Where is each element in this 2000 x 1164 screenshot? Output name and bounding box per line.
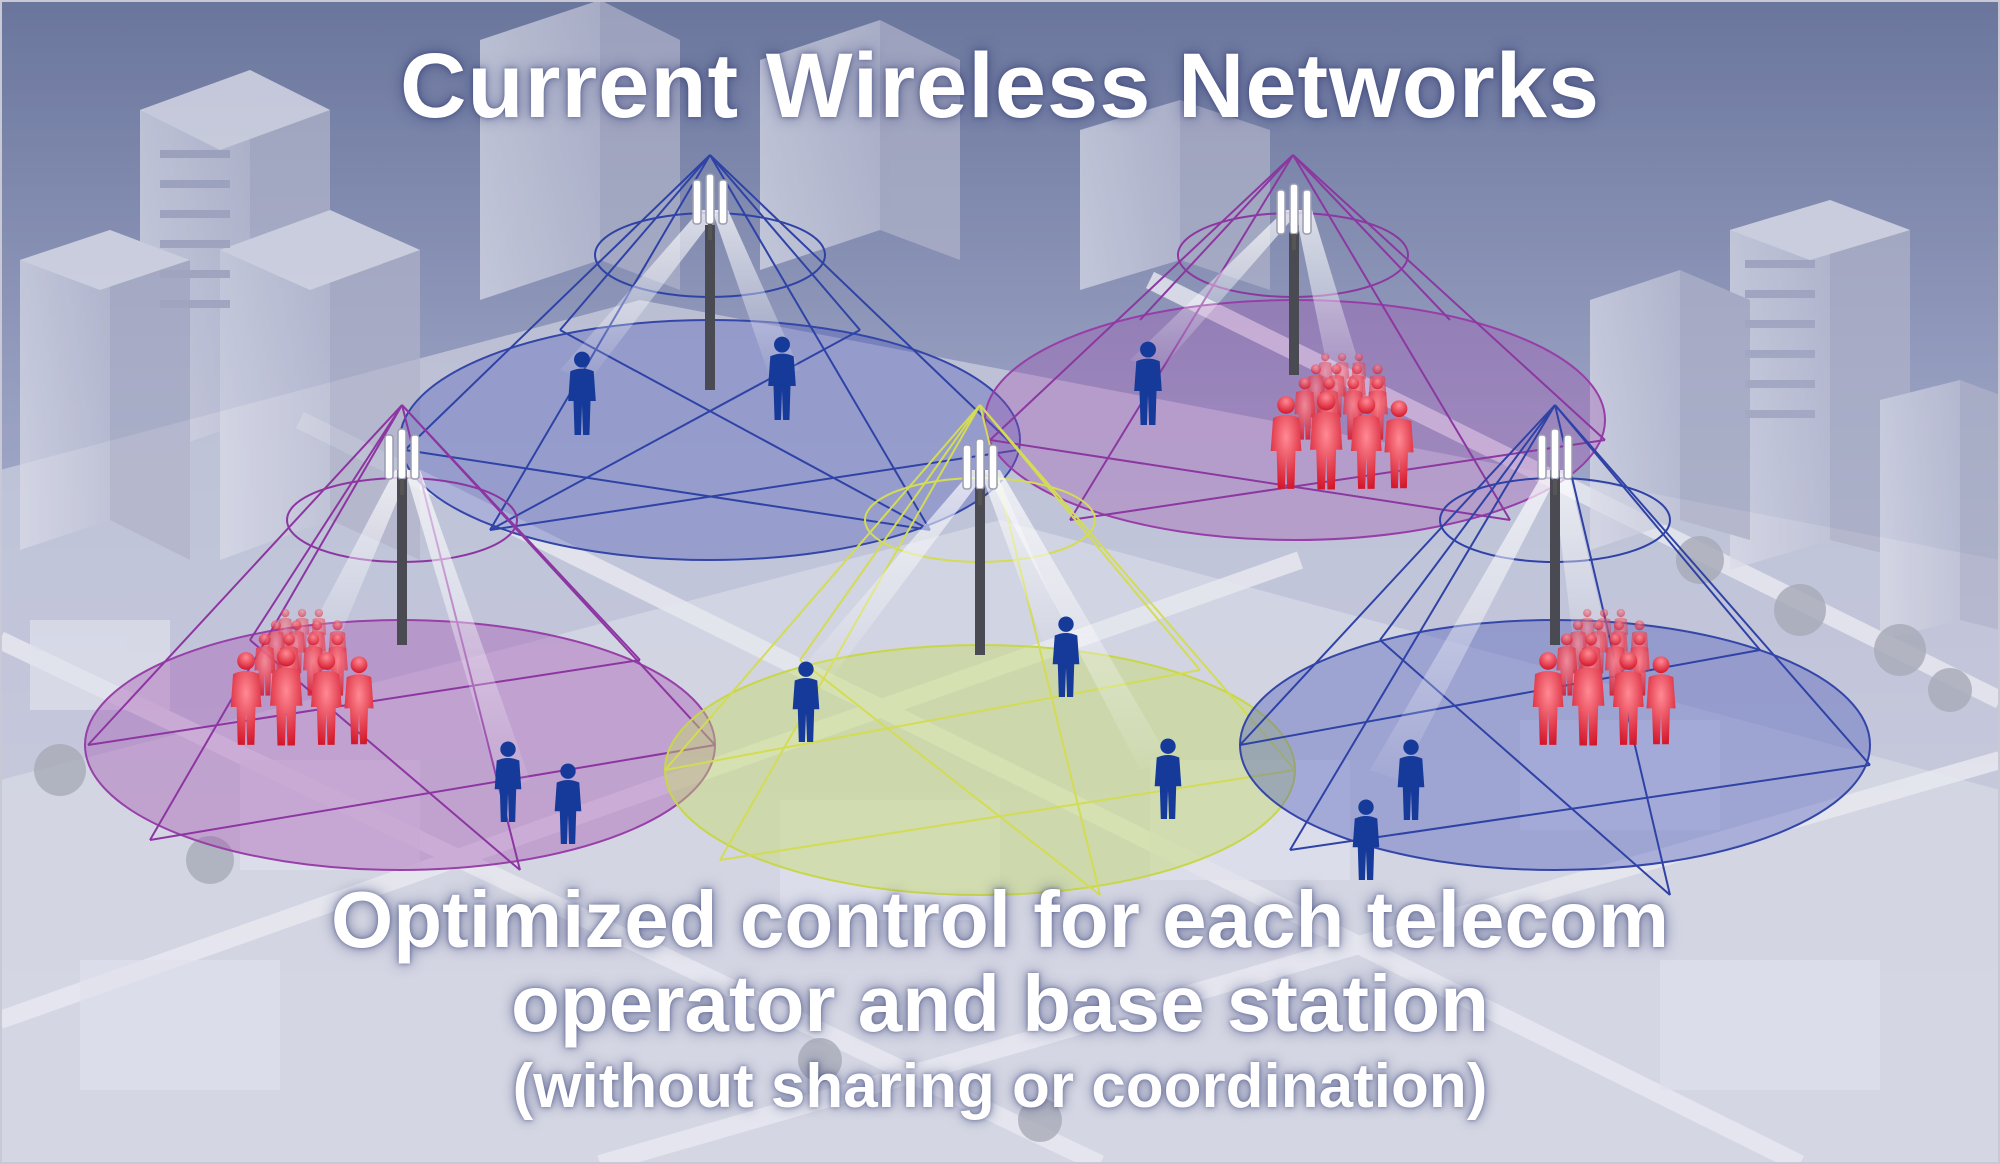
tree-icon <box>798 1038 842 1082</box>
base-station-antenna-icon <box>692 173 728 390</box>
diagram-title: Current Wireless Networks <box>399 35 1601 137</box>
diagram-caption: Optimized control for each telecom opera… <box>0 878 2000 1046</box>
base-station-antenna-icon <box>1276 183 1312 375</box>
trees <box>34 536 1972 1142</box>
cell-coverage-blue-5 <box>1239 404 1871 896</box>
cell-coverage-blue-1 <box>399 154 1021 561</box>
caption-line-2: operator and base station <box>511 959 1489 1048</box>
tree-icon <box>1928 668 1972 712</box>
building-icon <box>1880 380 2000 640</box>
caption-line-1: Optimized control for each telecom <box>330 875 1669 964</box>
building-icon <box>20 230 190 560</box>
base-station-antenna-icon <box>1537 428 1573 645</box>
base-station-antenna-icon <box>962 438 998 655</box>
city-buildings <box>20 0 2000 1090</box>
building-icon <box>1080 100 1270 290</box>
tree-icon <box>1676 536 1724 584</box>
tree-icon <box>1774 584 1826 636</box>
base-station-antenna-icon <box>384 428 420 645</box>
radio-beams <box>300 210 1610 790</box>
tree-icon <box>1874 624 1926 676</box>
base-stations <box>384 173 1573 655</box>
building-icon <box>760 20 960 270</box>
diagram-subcaption: (without sharing or coordination) <box>512 1052 1488 1121</box>
tree-icon <box>34 744 86 796</box>
tree-icon <box>1018 1098 1062 1142</box>
building-icon <box>1590 270 1750 550</box>
